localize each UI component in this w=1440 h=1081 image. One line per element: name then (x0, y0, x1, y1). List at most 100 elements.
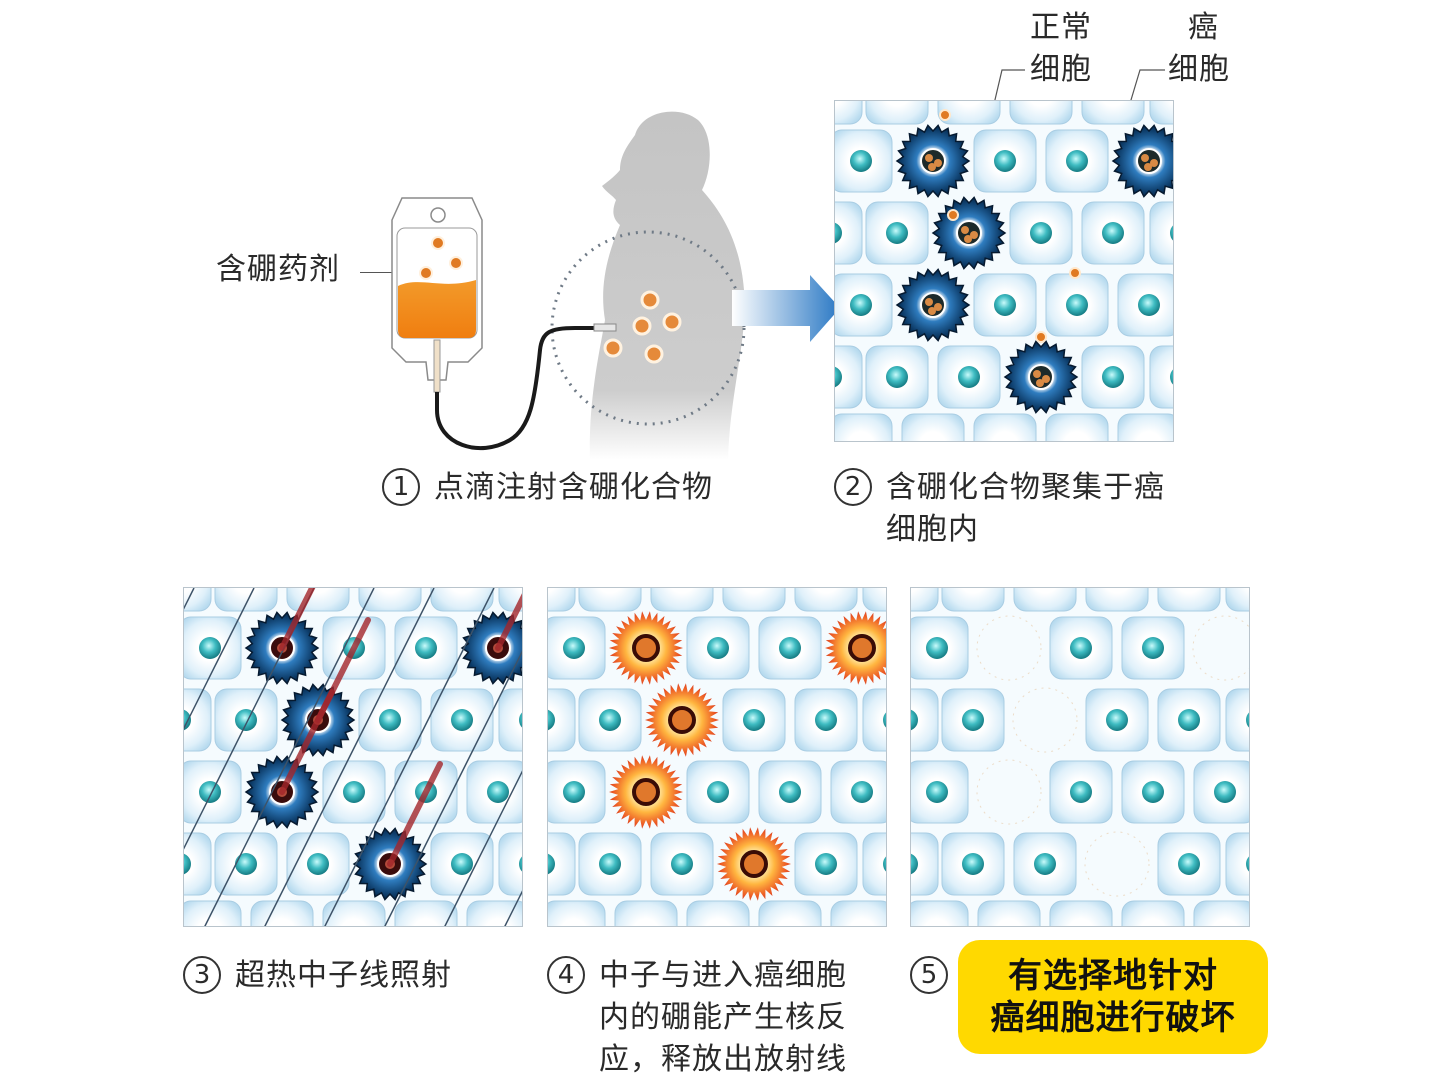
step-2-text-line1: 含硼化合物聚集于癌 (886, 470, 1165, 505)
step-2-text-line2: 细胞内 (886, 512, 979, 547)
neutron-beam-line (264, 588, 435, 926)
normal-cell-icon (1013, 588, 1077, 612)
step-5-highlight-callout: 有选择地针对 癌细胞进行破坏 (958, 940, 1268, 1054)
step-number-5: 5 (910, 956, 948, 994)
step-3-text: 超热中子线照射 (235, 958, 452, 993)
step-5-caption: 5 (910, 955, 948, 994)
cell-grid (548, 588, 886, 926)
step-3-caption: 3 超热中子线照射 (183, 955, 452, 997)
normal-cell-icon (1149, 201, 1173, 265)
normal-cell-icon (862, 832, 886, 896)
normal-cell-icon (286, 588, 350, 612)
normal-cell-icon (911, 688, 939, 752)
normal-cell-icon (250, 900, 314, 926)
normal-cell-icon (835, 201, 863, 265)
destroyed-cell-remnant (976, 759, 1042, 825)
normal-cell-icon (901, 413, 965, 441)
normal-cell-icon (1157, 588, 1221, 612)
iv-tube (435, 326, 598, 450)
destroyed-cell-remnant (1084, 831, 1150, 897)
step-number-4: 4 (547, 956, 585, 994)
normal-cell-icon (830, 900, 886, 926)
panel-boron-accumulation (834, 100, 1174, 442)
normal-cell-icon (358, 588, 422, 612)
normal-cell-icon (394, 900, 458, 926)
normal-cell-icon (1225, 832, 1249, 896)
normal-cell-icon (941, 588, 1005, 612)
normal-cell-icon (184, 900, 242, 926)
cell-grid (184, 588, 522, 926)
normal-cell-icon (1117, 413, 1173, 441)
normal-cell-icon (835, 345, 863, 409)
normal-cell-icon (614, 900, 678, 926)
destroyed-cell-remnant (976, 615, 1042, 681)
step-1-text: 点滴注射含硼化合物 (434, 470, 713, 505)
step-4-text-line2: 内的硼能产生核反 (599, 1000, 847, 1035)
normal-cell-icon (865, 101, 929, 125)
neutron-beam-line (384, 650, 522, 926)
normal-cell-icon (794, 588, 858, 612)
normal-cell-icon (466, 900, 522, 926)
step-number-1: 1 (382, 468, 420, 506)
cell-grid (835, 101, 1173, 441)
normal-cell-icon (1225, 588, 1249, 612)
destroyed-cell-remnant (1192, 615, 1249, 681)
neutron-beam-line (184, 588, 255, 730)
neutron-beam-hit (279, 588, 316, 651)
cancer-cell-label-line2: 细胞 (1168, 52, 1230, 87)
normal-cell-icon (184, 688, 212, 752)
normal-cell-icon (548, 588, 576, 612)
step-number-2: 2 (834, 468, 872, 506)
normal-cell-icon (1009, 101, 1073, 125)
normal-cell-icon (911, 832, 939, 896)
normal-cell-icon (973, 413, 1037, 441)
normal-cell-icon (686, 900, 750, 926)
neutron-beam-line (204, 588, 375, 926)
normal-cell-icon (548, 832, 576, 896)
iv-infusion-illustration (391, 111, 840, 460)
normal-cell-icon (1225, 688, 1249, 752)
normal-cell-icon (977, 900, 1041, 926)
normal-cell-label-line2: 细胞 (1030, 52, 1092, 87)
destroyed-cell-remnant (1012, 687, 1078, 753)
normal-cell-icon (548, 688, 576, 752)
normal-cell-icon (498, 688, 522, 752)
normal-cell-icon (758, 900, 822, 926)
normal-cell-icon (184, 832, 212, 896)
normal-cell-icon (1149, 101, 1173, 125)
drug-label: 含硼药剂 (216, 252, 340, 287)
normal-cell-icon (862, 588, 886, 612)
panel-nuclear-reaction (547, 587, 887, 927)
boron-particles-in-body (603, 290, 682, 364)
normal-cell-icon (1085, 588, 1149, 612)
neutron-beam-hit (279, 689, 335, 795)
step-4-text-line1: 中子与进入癌细胞 (599, 958, 847, 993)
step-5-text-line1: 有选择地针对 (1008, 956, 1218, 996)
normal-cell-icon (911, 900, 969, 926)
normal-cell-icon (498, 832, 522, 896)
step-5-text-line2: 癌细胞进行破坏 (990, 998, 1236, 1038)
step-2-caption: 2 含硼化合物聚集于癌 细胞内 (834, 467, 1165, 551)
normal-cell-icon (1149, 345, 1173, 409)
normal-cell-icon (1193, 900, 1249, 926)
step-4-caption: 4 中子与进入癌细胞 内的硼能产生核反 应，释放出放射线 (547, 955, 847, 1081)
normal-cell-icon (578, 588, 642, 612)
neutron-beam-line (324, 588, 495, 926)
normal-cell-icon (1049, 900, 1113, 926)
normal-cell-icon (937, 101, 1001, 125)
normal-cell-icon (430, 588, 494, 612)
normal-cell-icon (835, 413, 893, 441)
neutron-beam-hit (495, 593, 522, 651)
human-silhouette-icon (589, 111, 745, 460)
cell-grid (911, 588, 1249, 926)
normal-cell-icon (322, 900, 386, 926)
normal-cell-icon (214, 588, 278, 612)
iv-bag-icon (391, 197, 483, 393)
normal-cell-icon (548, 900, 606, 926)
normal-cell-icon (650, 588, 714, 612)
neutron-beam-line (444, 770, 522, 926)
step-4-text-line3: 应，释放出放射线 (599, 1042, 847, 1077)
normal-cell-icon (835, 101, 863, 125)
step-number-3: 3 (183, 956, 221, 994)
blue-arrow-icon (732, 275, 840, 342)
